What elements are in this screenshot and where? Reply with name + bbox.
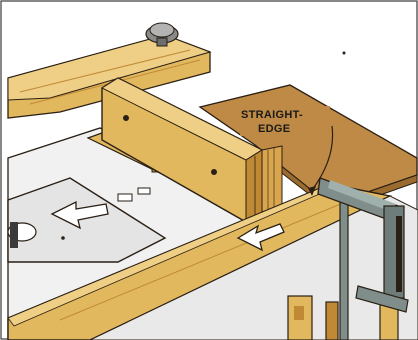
fence-face	[262, 146, 282, 212]
speck	[343, 52, 346, 55]
callout-label-line1: STRAIGHT-	[241, 109, 303, 121]
callout-label-line2: EDGE	[258, 123, 290, 135]
